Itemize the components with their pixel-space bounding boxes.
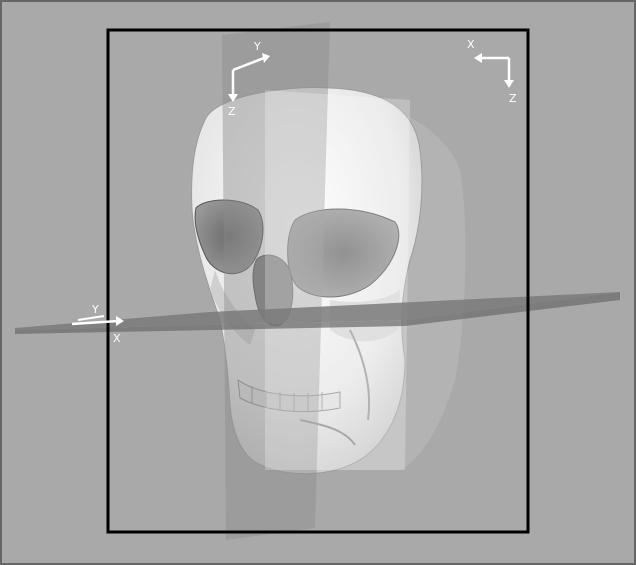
axial-x-label: X [113,332,121,345]
axial-y-label: Y [91,303,99,316]
coronal-z-label: Z [509,92,517,105]
coronal-axis-indicator: X Z [467,38,517,105]
coronal-highlight [265,90,410,470]
sagittal-z-label: Z [228,105,236,118]
sagittal-y-label: Y [253,40,261,53]
coronal-x-label: X [467,38,475,51]
